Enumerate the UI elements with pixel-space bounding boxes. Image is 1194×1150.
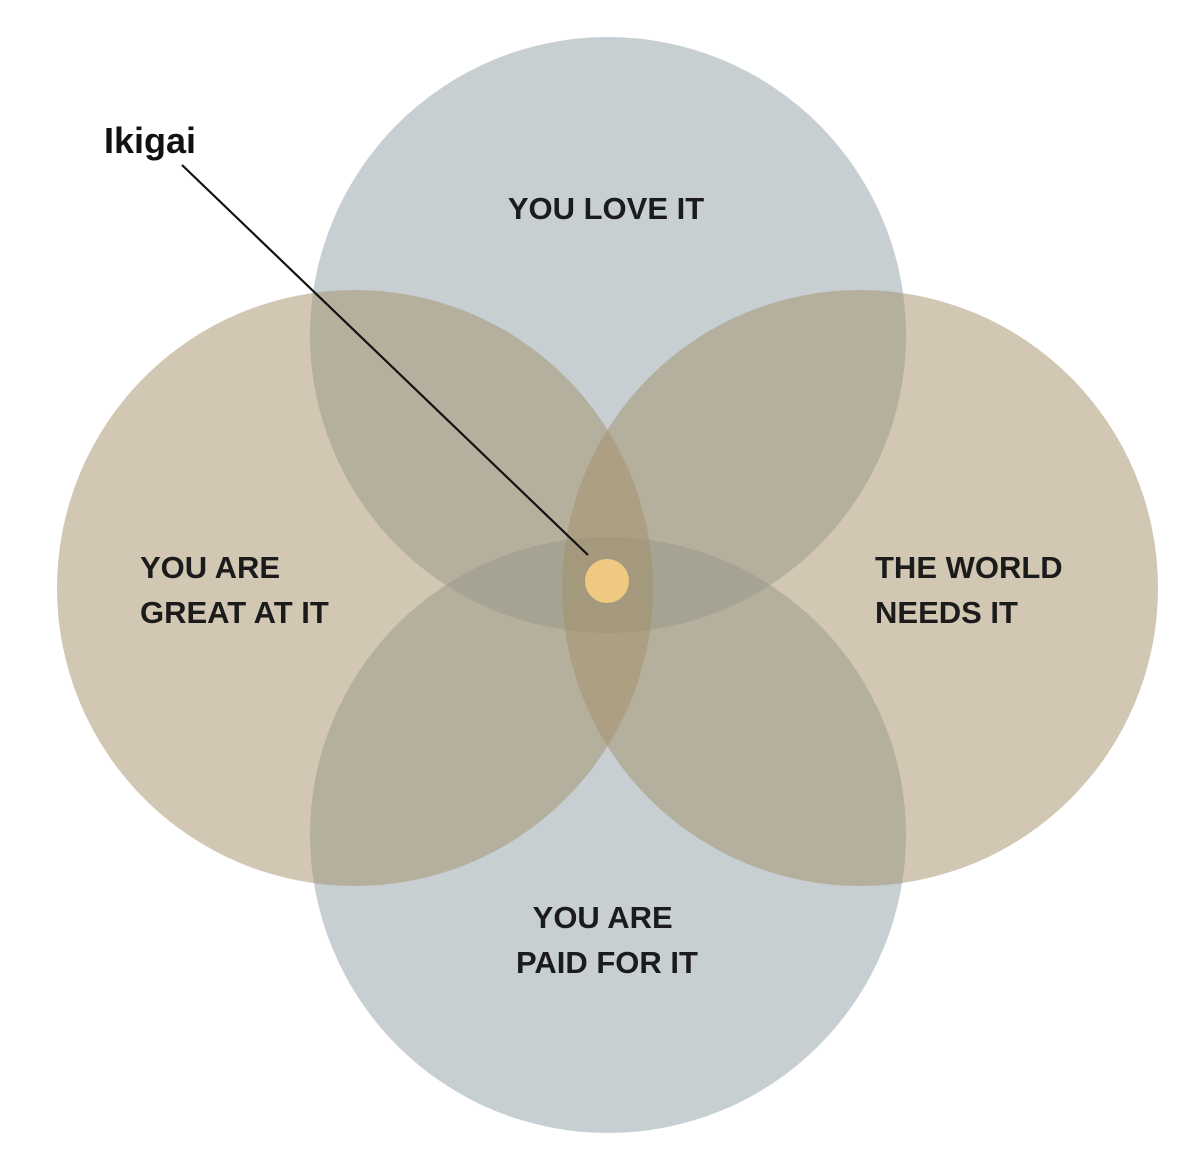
label-you-are-great-at-it-line-1: YOU ARE (140, 550, 280, 585)
label-the-world-needs-it-line-2: NEEDS IT (875, 595, 1018, 630)
label-you-are-great-at-it-line-2: GREAT AT IT (140, 595, 329, 630)
label-you-are-paid-for-it-line-2: PAID FOR IT (516, 945, 698, 980)
label-you-are-paid-for-it: YOU ARE PAID FOR IT (516, 900, 698, 980)
label-the-world-needs-it-line-1: THE WORLD (875, 550, 1063, 585)
circle-you-are-great-at-it (57, 290, 653, 886)
label-the-world-needs-it: THE WORLD NEEDS IT (875, 550, 1071, 630)
callout-leader-line (181, 164, 589, 556)
label-you-are-great-at-it: YOU ARE GREAT AT IT (140, 550, 329, 630)
label-you-love-it: YOU LOVE IT (508, 191, 704, 226)
ikigai-center-dot (585, 559, 629, 603)
label-you-love-it-line-1: YOU LOVE IT (508, 191, 704, 226)
circle-the-world-needs-it (562, 290, 1158, 886)
venn-circles (57, 37, 1158, 1133)
ikigai-label: Ikigai (104, 120, 196, 161)
label-you-are-paid-for-it-line-1: YOU ARE (533, 900, 673, 935)
